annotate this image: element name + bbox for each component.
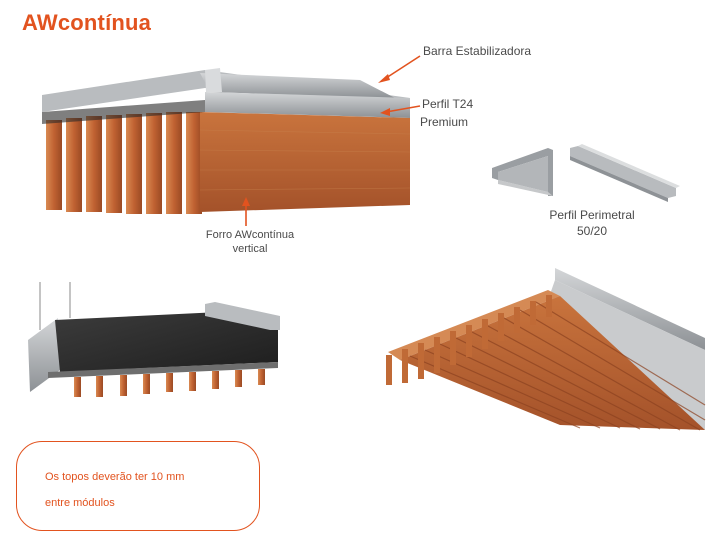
note-line-2: entre módulos [45, 497, 115, 509]
label-barra-estabilizadora: Barra Estabilizadora [423, 44, 532, 58]
callout-arrows [242, 55, 421, 226]
slatted-ceiling-illustration [386, 268, 706, 431]
label-forro-line1: Forro AWcontínua [205, 229, 295, 241]
ceiling-assembly-illustration [42, 68, 411, 214]
note-box: Os topos deverão ter 10 mm entre módulos [16, 441, 260, 531]
note-line-1: Os topos deverão ter 10 mm [45, 471, 185, 483]
mesh-ceiling-illustration [28, 282, 280, 397]
label-perfil-t24-line2: Premium [420, 115, 469, 129]
label-perfil-perimetral-line2: 50/20 [576, 224, 608, 238]
label-perfil-t24-line1: Perfil T24 [422, 97, 474, 111]
perimetral-profile-illustration [492, 144, 680, 202]
note-text: Os topos deverão ter 10 mm entre módulos [45, 464, 184, 516]
label-perfil-perimetral-line1: Perfil Perimetral [549, 208, 635, 222]
label-forro-line2: vertical [232, 243, 268, 255]
page-title: AWcontínua [22, 10, 152, 35]
